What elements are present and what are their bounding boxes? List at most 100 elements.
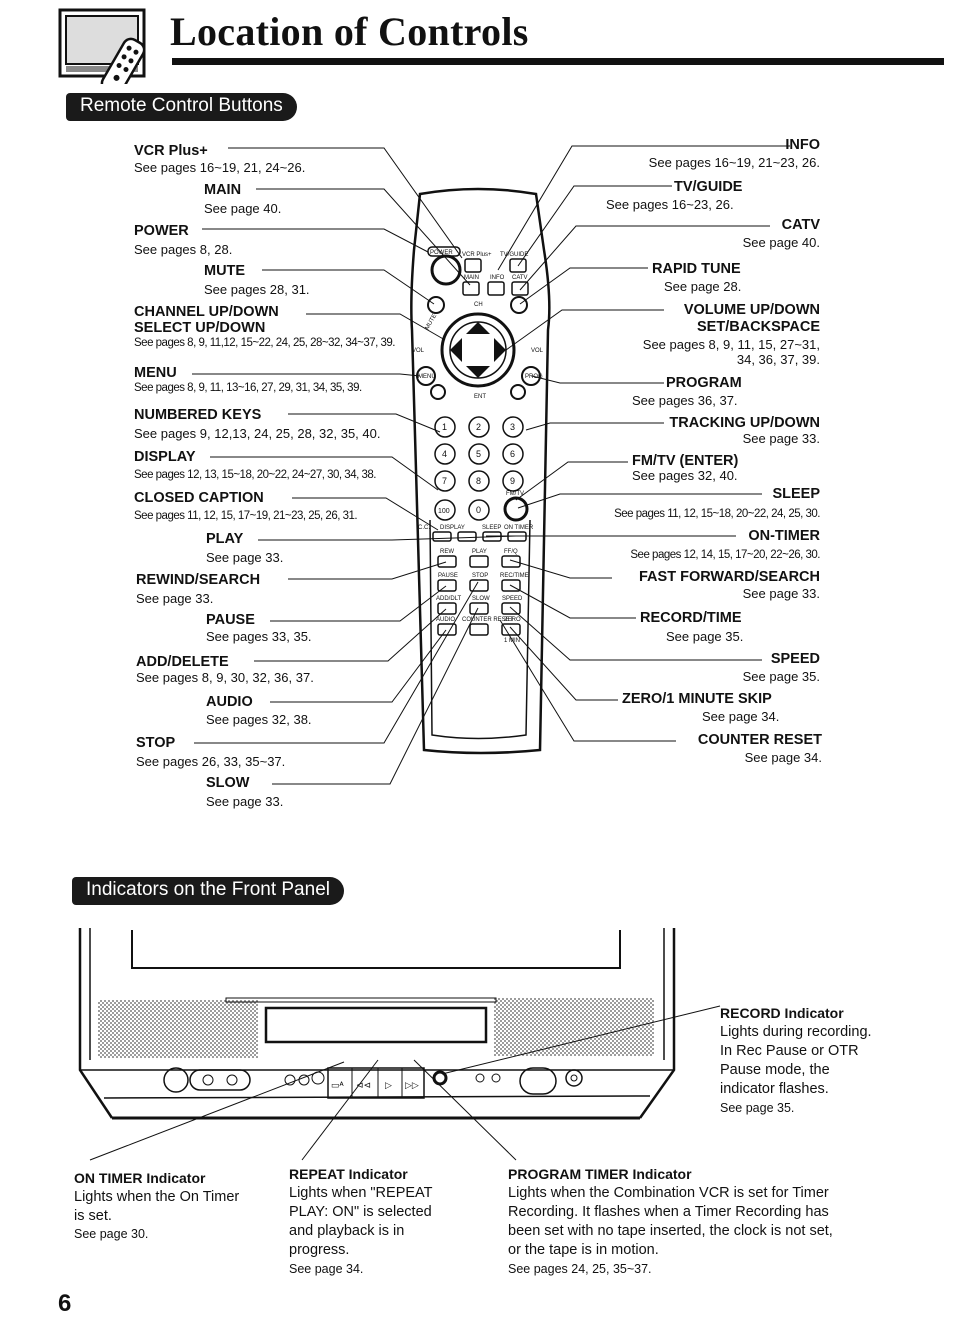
label-select-updown: SELECT UP/DOWN: [134, 320, 266, 336]
pages-main: See page 40.: [204, 201, 282, 216]
on-timer-desc-line-2: is set.: [74, 1208, 112, 1225]
pages-rapid-tune: See page 28.: [664, 279, 742, 294]
remote-audio-text: AUDIO: [436, 617, 455, 623]
remote-key-9: 9: [510, 476, 515, 486]
pages-volume: See pages 8, 9, 11, 15, 27~31,: [642, 337, 820, 352]
remote-key-7: 7: [442, 476, 447, 486]
pages-channel: See pages 8, 9, 11,12, 15~22, 24, 25, 28…: [134, 337, 396, 349]
label-audio: AUDIO: [206, 694, 253, 710]
remote-key-2: 2: [476, 422, 481, 432]
label-info: INFO: [785, 137, 820, 153]
remote-fmtv-text: FM/TV: [506, 491, 524, 497]
on-timer-indicator-desc: Lights when the On Timer is set. See pag…: [74, 1188, 239, 1243]
pages-add-delete: See pages 8, 9, 30, 32, 36, 37.: [136, 670, 314, 685]
program-timer-desc-line-4: or the tape is in motion.: [508, 1242, 659, 1259]
record-indicator-desc: Lights during recording. In Rec Pause or…: [720, 1023, 872, 1116]
label-record-time: RECORD/TIME: [640, 610, 742, 626]
channel-volume-pad: [440, 312, 516, 388]
panel-rec-glyph: ▭ᴬ: [331, 1080, 345, 1090]
record-indicator-title: RECORD Indicator: [720, 1005, 844, 1021]
record-desc-line-4: indicator flashes.: [720, 1081, 829, 1098]
remote-main-text: MAIN: [464, 275, 479, 281]
header-tv-remote-icon: [58, 6, 168, 96]
remote-ff-text: FF/Q: [504, 549, 518, 555]
remote-rew-text: REW: [440, 549, 454, 555]
pages-zero-skip: See page 34.: [702, 709, 780, 724]
remote-key-4: 4: [442, 449, 447, 459]
pages-fmtv: See pages 32, 40.: [632, 468, 738, 483]
remote-key-5: 5: [476, 449, 481, 459]
pages-vcr-plus: See pages 16~19, 21, 24~26.: [134, 160, 306, 175]
repeat-desc-line-4: progress.: [289, 1242, 350, 1259]
remote-pause-text: PAUSE: [438, 573, 458, 579]
remote-adddlt-text: ADD/DLT: [436, 596, 462, 602]
label-rewind-search: REWIND/SEARCH: [136, 572, 261, 588]
front-panel-diagram: ▭ᴬ ⊲⊲ ▷ ▷▷: [78, 928, 721, 1161]
remote-key-6: 6: [510, 449, 515, 459]
pages-tracking: See page 33.: [742, 431, 820, 446]
label-tv-guide: TV/GUIDE: [674, 179, 743, 195]
label-main: MAIN: [204, 182, 242, 198]
program-timer-indicator-desc: Lights when the Combination VCR is set f…: [508, 1184, 833, 1277]
pages-volume-2: 34, 36, 37, 39.: [736, 352, 820, 367]
label-vcr-plus: VCR Plus+: [134, 143, 208, 159]
panel-leader-lines: [89, 1005, 721, 1161]
label-numbered-keys: NUMBERED KEYS: [134, 407, 262, 423]
label-closed-caption: CLOSED CAPTION: [134, 490, 264, 506]
remote-outline: [410, 187, 551, 755]
label-zero-skip: ZERO/1 MINUTE SKIP: [622, 691, 772, 707]
remote-key-1: 1: [442, 422, 447, 432]
pages-mute: See pages 28, 31.: [204, 282, 310, 297]
remote-counter-reset-text: COUNTER RESET: [462, 617, 514, 623]
panel-section-heading: Indicators on the Front Panel: [72, 877, 344, 905]
label-display: DISPLAY: [134, 449, 196, 465]
remote-section-heading: Remote Control Buttons: [66, 93, 297, 121]
program-timer-indicator-pages: See pages 24, 25, 35~37.: [508, 1261, 652, 1276]
record-indicator-pages: See page 35.: [720, 1100, 795, 1115]
label-add-delete: ADD/DELETE: [136, 654, 229, 670]
repeat-desc-line-3: and playback is in: [289, 1223, 405, 1240]
panel-play-glyph: ▷: [385, 1080, 392, 1090]
remote-sleep-text: SLEEP: [482, 525, 501, 531]
remote-catv-text: CATV: [512, 275, 528, 281]
pages-slow: See page 33.: [206, 794, 284, 809]
label-fmtv-enter: FM/TV (ENTER): [632, 453, 739, 469]
pages-fast-forward: See page 33.: [742, 586, 820, 601]
page-title: Location of Controls: [170, 9, 529, 54]
label-slow: SLOW: [206, 775, 250, 791]
pages-closed-caption: See pages 11, 12, 15, 17~19, 21~23, 25, …: [134, 510, 358, 522]
remote-rectime-text: REC/TIME: [500, 573, 529, 579]
program-timer-desc-line-2: Recording. It flashes when a Timer Recor…: [508, 1204, 829, 1221]
program-timer-desc-line-1: Lights when the Combination VCR is set f…: [508, 1185, 829, 1201]
record-desc-line-2: In Rec Pause or OTR: [720, 1043, 859, 1060]
repeat-desc-line-2: PLAY: ON" is selected: [289, 1204, 432, 1221]
label-sleep: SLEEP: [772, 486, 820, 502]
label-speed: SPEED: [770, 651, 820, 667]
remote-ent-text: ENT: [474, 394, 486, 400]
pages-on-timer: See pages 12, 14, 15, 17~20, 22~26, 30.: [630, 549, 820, 561]
pages-speed: See page 35.: [742, 669, 820, 684]
pages-play: See page 33.: [206, 550, 284, 565]
pages-tv-guide: See pages 16~23, 26.: [606, 197, 734, 212]
pages-stop: See pages 26, 33, 35~37.: [136, 754, 286, 769]
panel-ff-glyph: ▷▷: [405, 1080, 419, 1090]
remote-diagram: POWER VCR Plus+ TV/GUIDE MAIN INFO CATV …: [192, 145, 790, 785]
repeat-indicator-pages: See page 34.: [289, 1261, 364, 1276]
remote-info-text: INFO: [490, 275, 505, 281]
remote-stop-text: STOP: [472, 573, 488, 579]
pages-program: See pages 36, 37.: [632, 393, 738, 408]
remote-menu-text: MENU: [418, 374, 436, 380]
label-on-timer: ON-TIMER: [748, 528, 820, 544]
label-power: POWER: [134, 223, 189, 239]
on-timer-indicator-title: ON TIMER Indicator: [74, 1170, 206, 1186]
pages-power: See pages 8, 28.: [134, 242, 233, 257]
label-tracking: TRACKING UP/DOWN: [669, 415, 820, 431]
label-program: PROGRAM: [666, 375, 742, 391]
leader-lines: [192, 145, 790, 785]
remote-key-3: 3: [510, 422, 515, 432]
panel-rew-glyph: ⊲⊲: [356, 1080, 371, 1090]
remote-mute-text: MUTE: [425, 313, 439, 331]
remote-1min-text: 1 MIN: [504, 638, 520, 644]
label-stop: STOP: [136, 735, 176, 751]
pages-pause: See pages 33, 35.: [206, 629, 312, 644]
